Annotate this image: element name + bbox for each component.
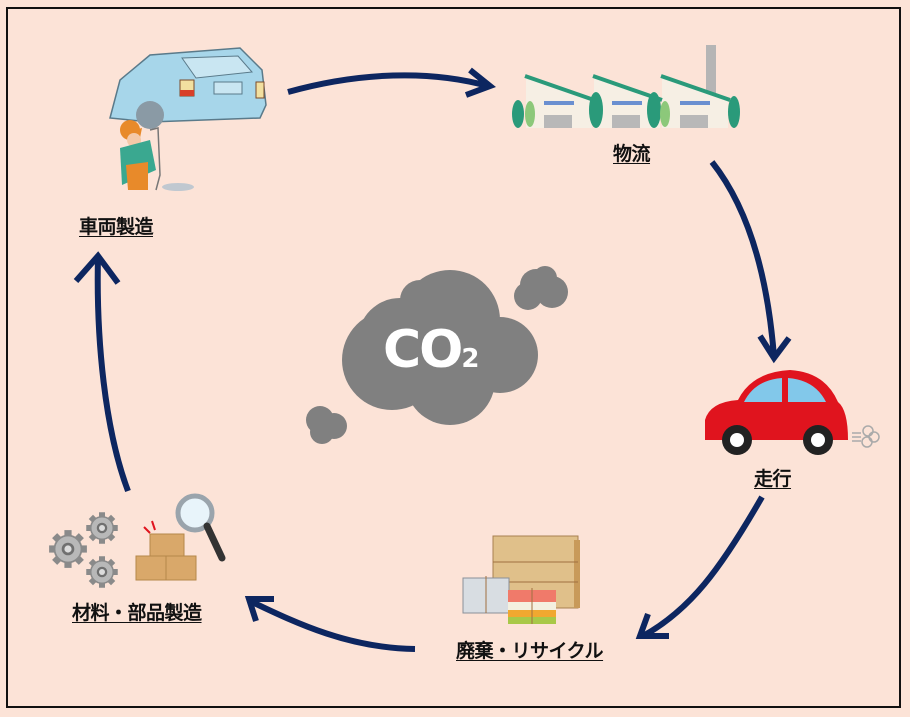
gears-boxes-magnifier-icon — [49, 493, 226, 588]
stage-label-disposal-recycling: 廃棄・リサイクル — [456, 640, 604, 662]
recycle-bundles-icon — [462, 535, 580, 624]
arrow-recycling-to-materials — [248, 598, 416, 652]
car-assembly-worker-icon — [109, 47, 267, 191]
arrow-manufacturing-to-logistics — [287, 72, 489, 95]
arrow-logistics-to-driving — [709, 160, 777, 358]
arrow-driving-to-recycling — [641, 495, 765, 639]
stage-label-vehicle-manufacturing: 車両製造 — [79, 216, 154, 238]
co2-text: CO2 — [383, 320, 480, 380]
co2-cloud-icon — [306, 266, 568, 444]
stage-label-logistics: 物流 — [613, 143, 651, 165]
arrow-materials-to-manufacturing — [94, 255, 131, 493]
factory-icon — [512, 45, 740, 128]
stage-label-materials-parts: 材料・部品製造 — [72, 602, 202, 624]
stage-label-driving: 走行 — [754, 468, 792, 490]
red-car-icon — [705, 370, 880, 455]
